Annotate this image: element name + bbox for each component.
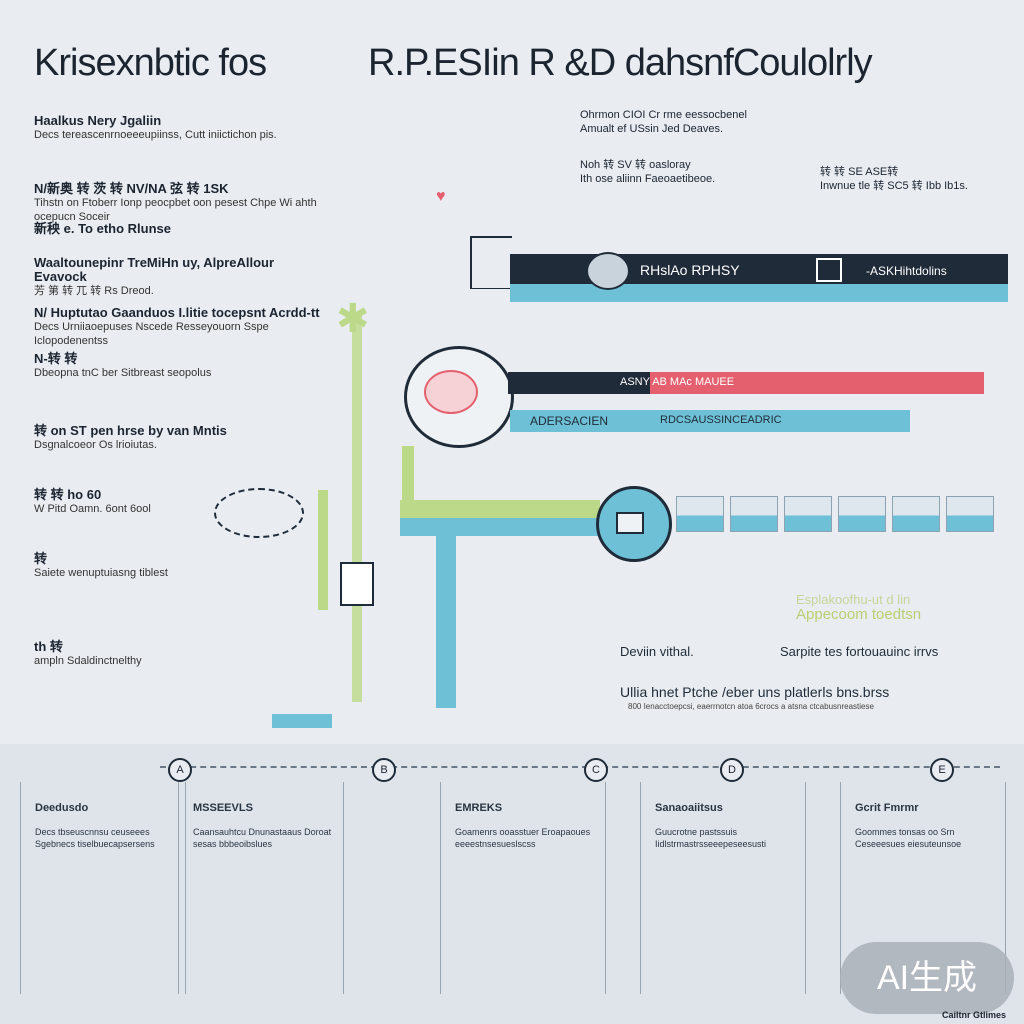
left-item: N/ Huptutao Gaanduos I.litie tocepsnt Ac…: [34, 306, 324, 348]
left-item-sub: 芳 第 转 兀 转 Rs Dreod.: [34, 285, 154, 297]
step-title: Sanaoaiitsus: [655, 802, 723, 814]
timeline-bar-1-label: RHslAo RPHSY: [640, 262, 740, 278]
timeline-bar-1-knob: [586, 252, 630, 290]
note-2-body: Ith ose aliinn Faeoaetibeoe.: [580, 173, 716, 185]
note-2: Noh 转 SV 转 oasloray Ith ose aliinn Faeoa…: [580, 158, 715, 186]
thumbnail: [730, 496, 778, 532]
timeline-dashed-line: [160, 766, 1000, 768]
left-item-head: N/ Huptutao Gaanduos I.litie tocepsnt Ac…: [34, 305, 320, 320]
palm-icon: ✱: [336, 297, 370, 341]
corner-label: Cailtnr Gtlimes: [941, 1010, 1006, 1020]
left-item-head: th 转: [34, 639, 63, 654]
left-item-head: 新秧 e. To etho Rlunse: [34, 221, 171, 236]
stem-blue: [436, 536, 456, 708]
step-card: EMREKS Goamenrs ooasstuer Eroapaoues eeee…: [440, 782, 606, 994]
left-item: 新秧 e. To etho Rlunse: [34, 222, 324, 236]
step-node: A: [168, 758, 192, 782]
note-1-title: Ohrmon CIOI Cr rme eessocbenel: [580, 109, 747, 121]
page-title-right: R.P.ESIin R &D dahsnfCoulolrly: [368, 42, 873, 84]
left-item-head: N/新奥 转 茨 转 NV/NA 弦 转 1SK: [34, 181, 229, 196]
square-icon: [816, 258, 842, 282]
note-3-title: 转 转 SE ASE转: [820, 166, 899, 178]
left-item-head: Haalkus Nery Jgaliin: [34, 113, 162, 128]
dashed-oval: [214, 488, 304, 538]
step-body: Guucrotne pastssuis Iidlstrmastrsseeepes…: [655, 827, 767, 849]
step-node: B: [372, 758, 396, 782]
timeline-bar-3-label: ADERSACIEN: [530, 414, 609, 428]
left-item-sub: ampln Sdaldinctnelthy: [34, 655, 142, 667]
step-node: D: [720, 758, 744, 782]
doc-icon: [340, 562, 374, 606]
left-item-head: 转: [34, 551, 48, 566]
timeline-bar-3-tail: RDCSAUSSINCEADRIC: [660, 414, 782, 426]
hbar-bottom: [272, 714, 332, 728]
thumbnail-strip: [676, 496, 994, 532]
right-heading: Ullia hnet Ptche /eber uns platlerls bns…: [620, 684, 890, 700]
timeline-bar-3: [510, 410, 910, 432]
step-card: MSSEEVLS Caansauhtcu Dnunastaaus Doroat s…: [178, 782, 344, 994]
step-body: Goamenrs ooasstuer Eroapaoues eeeestnses…: [455, 827, 591, 849]
note-1: Ohrmon CIOI Cr rme eessocbenel Amualt ef…: [580, 108, 747, 136]
hbar-green: [400, 500, 600, 518]
step-body: Decs tbseuscnnsu ceuseees Sgebnecs tisel…: [35, 827, 155, 849]
note-3-body: Inwnue tle 转 SC5 转 Ibb Ib1s.: [820, 180, 968, 192]
left-item-head: Waaltounepinr TreMiHn uy, AlpreAllour Ev…: [34, 255, 275, 284]
left-item-sub: Dbeopna tnC ber Sitbreast seopolus: [34, 367, 212, 379]
left-item: Waaltounepinr TreMiHn uy, AlpreAllour Ev…: [34, 256, 324, 298]
caption-b: Appecoom toedtsn: [796, 606, 922, 623]
step-node: C: [584, 758, 608, 782]
label-right: Sarpite tes fortouauinc irrvs: [780, 644, 939, 659]
step-title: Deedusdo: [35, 802, 89, 814]
page-title-left: Krisexnbtic fos: [34, 42, 267, 84]
seal-icon: [424, 370, 478, 414]
heart-icon: ♥: [436, 188, 446, 205]
hbar-blue: [400, 518, 600, 536]
left-item-sub: Saiete wenuptuiasng tiblest: [34, 567, 168, 579]
step-title: Gcrit Fmrmr: [855, 802, 919, 814]
thumbnail: [838, 496, 886, 532]
note-3: 转 转 SE ASE转 Inwnue tle 转 SC5 转 Ibb Ib1s.: [820, 165, 990, 193]
step-node: E: [930, 758, 954, 782]
right-fineprint: 800 Ienacctoepcsi, eaerrnotcn atoa 6croc…: [628, 702, 874, 711]
step-body: Caansauhtcu Dnunastaaus Doroat sesas bbb…: [193, 827, 332, 849]
note-1-body: Amualt ef USsin Jed Deaves.: [580, 123, 724, 135]
left-item-sub: Dsgnalcoeor Os lrioiutas.: [34, 439, 157, 451]
thumbnail: [784, 496, 832, 532]
stem-green: [352, 312, 362, 702]
left-item-sub: W Pitd Oamn. 6ont 6ool: [34, 503, 151, 515]
left-item-head: 转 on ST pen hrse by van Mntis: [34, 423, 227, 438]
thumbnail: [676, 496, 724, 532]
label-left: Deviin vithal.: [620, 644, 694, 659]
stem-green-3: [318, 490, 328, 610]
timeline-bar-1-accent: [510, 284, 1008, 302]
left-item-head: N-转 转: [34, 351, 78, 366]
caption-a: Esplakoofhu-ut d lin: [796, 592, 911, 607]
left-item-sub: Tihstn on Ftoberr Ionp peocpbet oon pese…: [34, 197, 317, 223]
timeline-bar-1-tail: -ASKHihtdolins: [866, 264, 947, 278]
timeline-bar-2-label: ASNY AB MAc MAUEE: [620, 376, 735, 388]
ai-badge: AI生成: [840, 942, 1014, 1014]
monitor-icon: [616, 512, 644, 534]
step-title: MSSEEVLS: [193, 802, 253, 814]
note-2-title: Noh 转 SV 转 oasloray: [580, 159, 691, 171]
step-body: Goommes tonsas oo Srn Ceseeesues eiesute…: [855, 827, 962, 849]
left-item-sub: Decs Urniiaoepuses Nscede Resseyouorn Ss…: [34, 321, 269, 347]
thumbnail: [946, 496, 994, 532]
step-title: EMREKS: [455, 802, 503, 814]
left-item-head: 转 转 ho 60: [34, 487, 102, 502]
timeline-bar-2-red: [650, 372, 984, 394]
thumbnail: [892, 496, 940, 532]
left-item-sub: Decs tereascenrnoeeeupiinss, Cutt iniict…: [34, 129, 277, 141]
bracket-1: [470, 236, 512, 289]
